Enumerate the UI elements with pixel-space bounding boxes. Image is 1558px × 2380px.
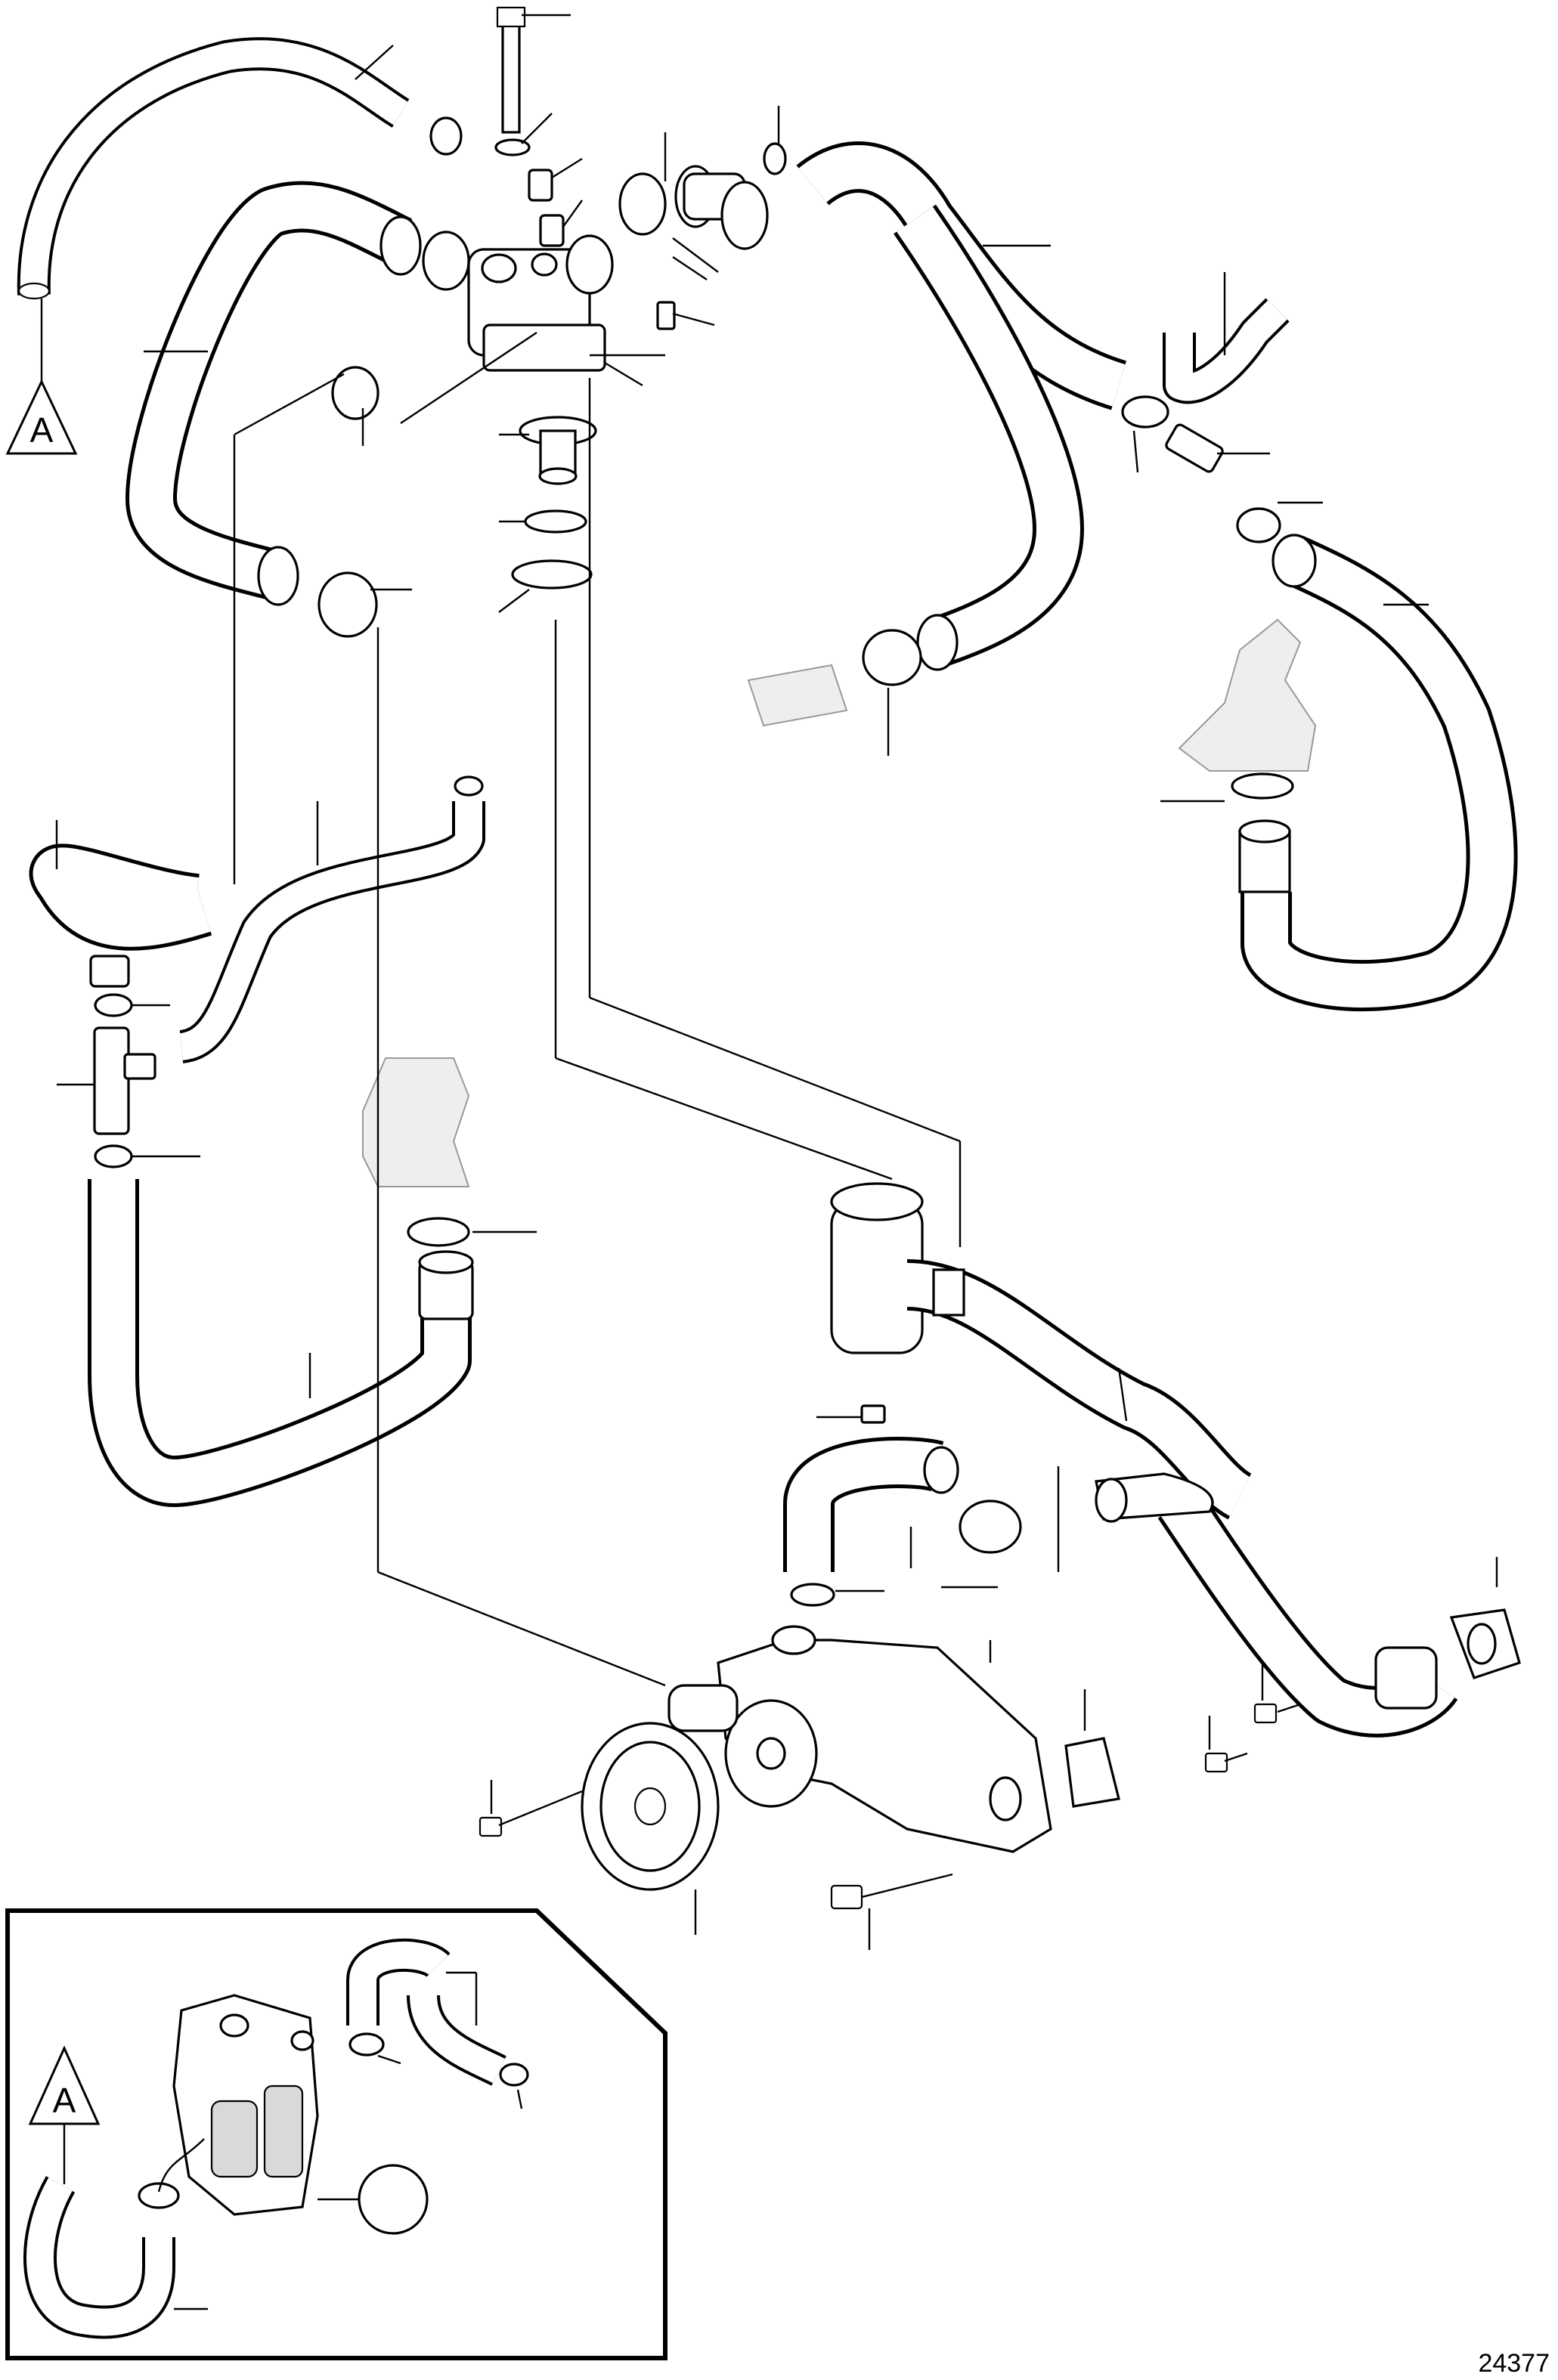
bypass-hose — [783, 1437, 1022, 1607]
o-rings — [498, 509, 593, 613]
leader-lines — [233, 332, 962, 1687]
inset-small-hoses — [346, 1938, 529, 2109]
inset-fuel-pump-assembly — [157, 1994, 319, 2216]
hose-clamps-upper-left — [317, 116, 470, 638]
sensor-fittings — [528, 157, 715, 330]
right-u-hose — [1160, 534, 1518, 1012]
hose-to-marker-a — [17, 37, 410, 300]
lower-left-hose — [88, 1179, 474, 1507]
pump-inlet-housing — [816, 1182, 1253, 1520]
reference-marker-a: A — [5, 299, 78, 455]
inset-hose — [23, 2176, 208, 2339]
inset-callout-circle — [317, 2164, 429, 2235]
exhaust-elbow-right — [1178, 618, 1317, 772]
inset-reference-marker-a: A — [28, 2045, 101, 2184]
reference-marker-a-label: A — [30, 410, 54, 450]
thermostat-housing — [467, 234, 665, 387]
housing-bolt-top — [494, 6, 571, 156]
figure-number: 24377 — [1478, 2349, 1550, 2378]
left-middle-hose — [29, 775, 485, 1063]
thermostat — [499, 416, 597, 485]
pump-bolts-gaskets — [479, 1663, 1301, 1950]
hose-to-pump-right — [1057, 1466, 1521, 1738]
inset-panel — [5, 1908, 667, 2360]
hose-connectors-upper-center — [618, 132, 787, 280]
exhaust-elbow-left — [362, 1057, 537, 1247]
upper-left-u-hose — [125, 181, 422, 606]
inset-reference-marker-a-label: A — [53, 2081, 76, 2120]
upper-right-hose — [777, 106, 1127, 671]
pump-pulley — [581, 1722, 720, 1935]
y-hose-piece — [1121, 272, 1323, 543]
water-pump — [667, 1625, 1052, 1853]
tee-fitting-left — [57, 955, 200, 1168]
pipe-stub-center — [747, 629, 922, 756]
